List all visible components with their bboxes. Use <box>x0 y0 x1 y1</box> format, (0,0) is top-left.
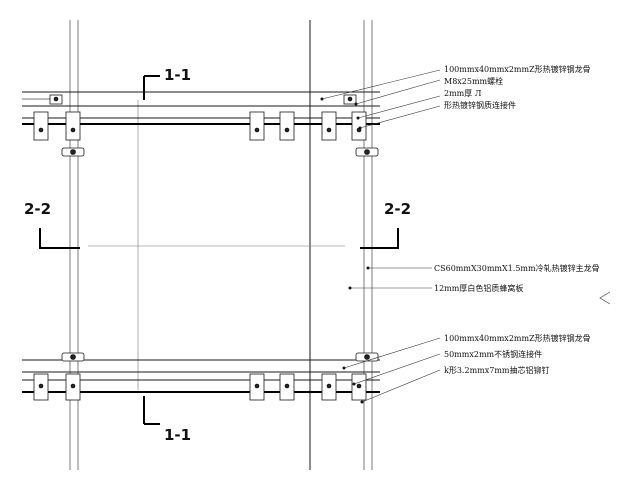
label-connector: 形热镀锌钢质连接件 <box>444 100 516 110</box>
section-mark-top: 1-1 <box>143 66 191 100</box>
label-top-keel: 100mmx40mmx2mmZ形热镀锌钢龙骨 <box>444 64 591 74</box>
section-label-top: 1-1 <box>164 66 191 84</box>
label-plate-thickness: 2mm厚 Л <box>444 89 482 98</box>
label-panel: 12mm厚白色铝质蜂窝板 <box>434 283 523 293</box>
label-rivet: k形3.2mmx7mm抽芯铝铆钉 <box>444 365 550 375</box>
panel-outline <box>88 100 345 390</box>
label-bottom-keel: 100mmx40mmx2mmZ形热镀锌钢龙骨 <box>444 333 591 343</box>
arrow-fragment <box>599 291 611 305</box>
label-main-keel: CS60mmX30mmX1.5mm冷轧热镀锌主龙骨 <box>434 263 600 273</box>
top-connectors <box>33 111 367 141</box>
label-bolt: M8x25mm螺栓 <box>444 76 503 86</box>
section-label-bottom: 1-1 <box>164 426 191 444</box>
bottom-connectors <box>33 373 367 401</box>
section-label-left: 2-2 <box>24 200 51 218</box>
top-z-keel <box>22 91 380 125</box>
annotations: 100mmx40mmx2mmZ形热镀锌钢龙骨 M8x25mm螺栓 2mm厚 Л … <box>434 64 600 375</box>
top-bolts <box>49 94 379 157</box>
section-mark-right: 2-2 <box>360 200 411 249</box>
section-mark-left: 2-2 <box>24 200 80 249</box>
leader-lines <box>320 69 441 404</box>
section-label-right: 2-2 <box>384 200 411 218</box>
label-ss-connector: 50mmx2mm不锈钢连接件 <box>444 349 542 359</box>
section-mark-bottom: 1-1 <box>143 396 191 444</box>
vertical-keels <box>69 20 373 470</box>
